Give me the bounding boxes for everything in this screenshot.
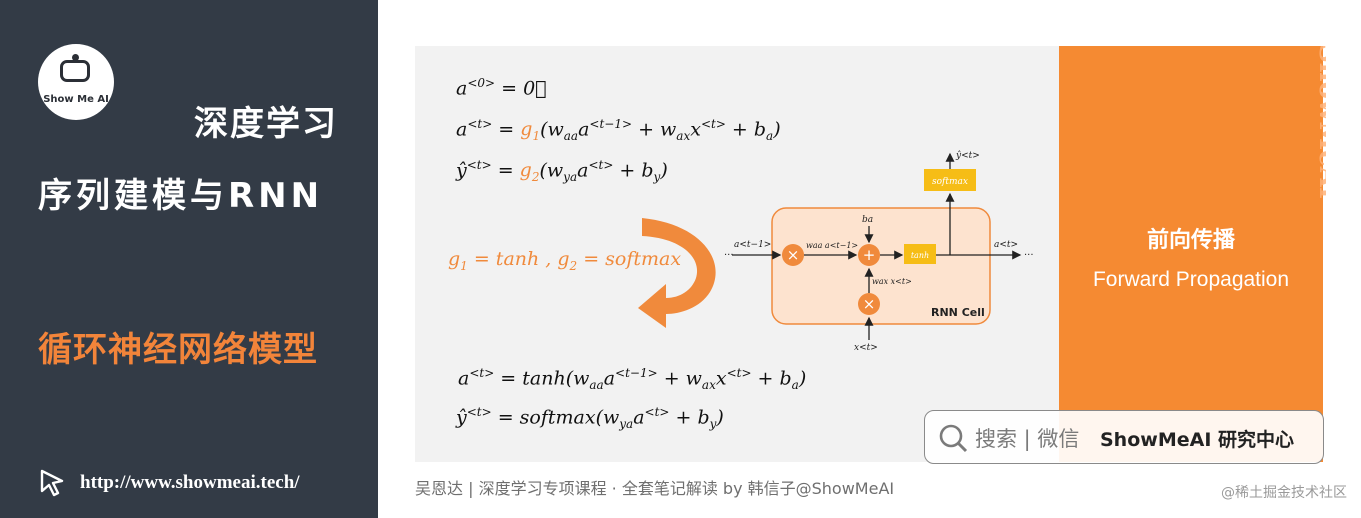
label-a-prev: a<t−1> [734, 240, 771, 250]
search-brand: ShowMeAI 研究中心 [1100, 429, 1294, 451]
website-link[interactable]: http://www.showmeai.tech/ [38, 468, 300, 498]
label-x-t: x<t> [854, 343, 878, 353]
ellipsis-left: ··· [724, 250, 734, 261]
label-softmax: softmax [932, 177, 968, 187]
box-title-cn: 前向传播 [1146, 228, 1235, 253]
label-y-hat: ŷ<t> [955, 150, 980, 161]
label-a-out: a<t> [994, 240, 1018, 250]
rnn-cell-diagram: × + × ··· ··· a<t−1> waa a<t−1> ba tanh … [724, 150, 1034, 353]
formula-at-tanh: a<t> = tanh(waaa<t−1> + waxx<t> + ba) [458, 366, 807, 393]
search-icon [939, 424, 968, 453]
forward-propagation-box: 前向传播 Forward Propagation [1059, 46, 1323, 462]
showmeai-watermark: ShowMeAI [1313, 44, 1326, 199]
search-label: 搜索 | 微信 [975, 427, 1080, 451]
robot-icon [60, 54, 90, 82]
activation-definition: g1 = tanh , g2 = softmax [448, 248, 682, 273]
formula-a0: a<0> = 0⃗ [456, 76, 547, 100]
ellipsis-right: ··· [1024, 250, 1034, 261]
section-title: 循环神经网络模型 [38, 330, 318, 370]
cursor-icon [40, 469, 64, 497]
svg-text:+: + [863, 246, 876, 264]
label-wax-term: wax x<t> [872, 277, 912, 286]
course-title: 深度学习 [194, 104, 338, 144]
box-title-en: Forward Propagation [1092, 268, 1290, 291]
footer-credit: 吴恩达 | 深度学习专项课程 · 全套笔记解读 by 韩信子@ShowMeAI [415, 479, 895, 498]
label-rnn-cell: RNN Cell [931, 306, 985, 319]
softmax-block [924, 169, 976, 191]
formula-at: a<t> = g1(waaa<t−1> + waxx<t> + ba) [456, 117, 781, 144]
tanh-block [904, 244, 936, 264]
svg-text:×: × [787, 246, 800, 264]
svg-text:ShowMeAI: ShowMeAI [1313, 44, 1326, 199]
multiply-node-waa [782, 244, 804, 266]
label-tanh: tanh [911, 251, 929, 260]
rnn-cell-box [771, 207, 991, 325]
curved-arrow-icon [638, 218, 716, 328]
search-bar[interactable]: 搜索 | 微信 ShowMeAI 研究中心 [924, 410, 1324, 464]
sidebar: Show Me AI 深度学习 序列建模与RNN 循环神经网络模型 http:/… [0, 0, 378, 518]
corner-watermark: @稀土掘金技术社区 [1221, 485, 1347, 501]
logo-text: Show Me AI [43, 94, 109, 105]
formula-yhat: ŷ<t> = g2(wyaa<t> + by) [456, 158, 668, 185]
multiply-node-wax [858, 293, 880, 315]
add-node [858, 244, 880, 266]
label-ba: ba [862, 215, 873, 225]
website-url[interactable]: http://www.showmeai.tech/ [80, 472, 300, 493]
formula-yhat-softmax: ŷ<t> = softmax(wyaa<t> + by) [456, 405, 724, 432]
chapter-title: 序列建模与RNN [38, 176, 324, 216]
label-waa-term: waa a<t−1> [806, 241, 858, 250]
showmeai-logo[interactable]: Show Me AI [38, 44, 114, 120]
svg-text:×: × [863, 295, 876, 313]
